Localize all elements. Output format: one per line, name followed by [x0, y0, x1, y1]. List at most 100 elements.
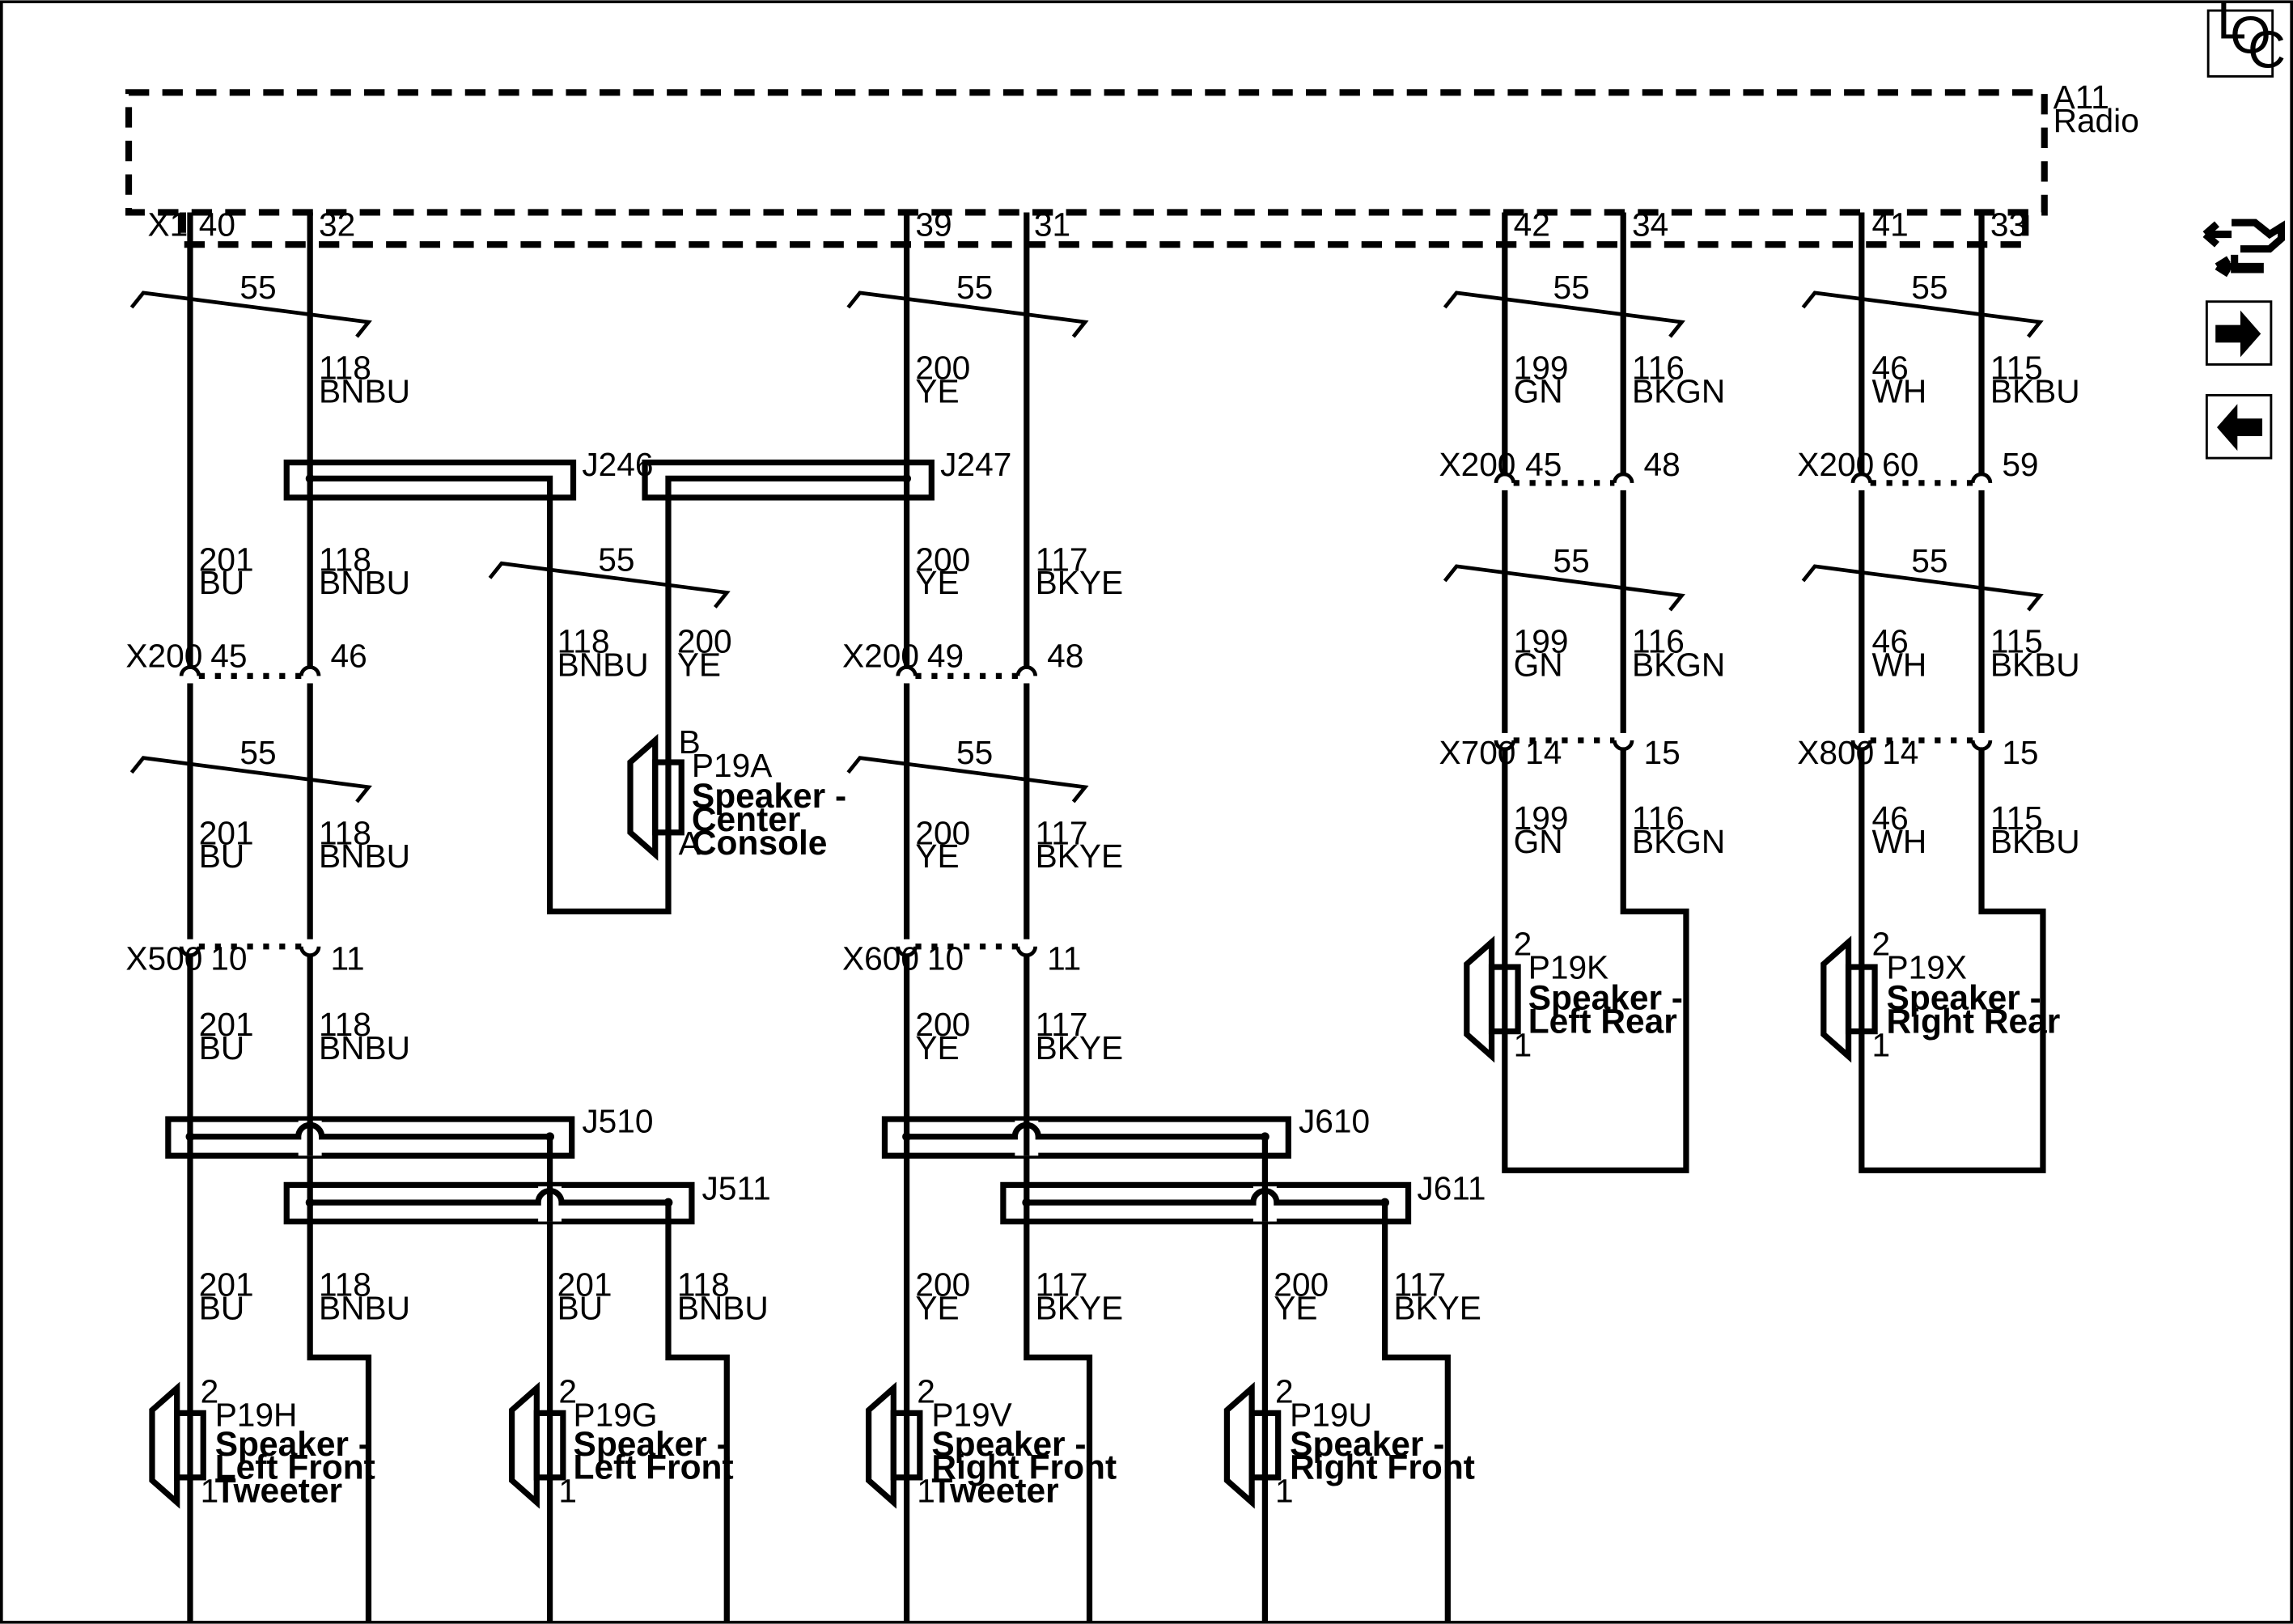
- connector-pin: 11: [330, 940, 364, 977]
- loc-letter: C: [2248, 20, 2286, 79]
- wire-color: BU: [199, 837, 244, 875]
- shield-mark: [846, 290, 1089, 338]
- loc-icon[interactable]: L O C: [2206, 0, 2286, 79]
- arrow-right-icon[interactable]: [2205, 300, 2273, 366]
- loc-letter: L: [2217, 0, 2246, 49]
- splice-label: J511: [702, 1169, 771, 1206]
- connector-pin: 45: [1525, 446, 1562, 483]
- shield-mark: [1443, 564, 1685, 612]
- wire-color: YE: [677, 646, 721, 683]
- connector-name: X800: [1797, 734, 1874, 771]
- connector-swap-icon[interactable]: [2202, 218, 2286, 278]
- radio-outline: [125, 89, 2048, 216]
- speaker-pin: 2: [1871, 926, 1890, 963]
- speaker-pin: 2: [1514, 926, 1532, 963]
- shield-mark: [846, 756, 1089, 804]
- wire-color: BKYE: [1036, 837, 1123, 875]
- shield-label: 55: [1911, 542, 1948, 579]
- wire-118-left: [307, 212, 372, 1621]
- wire-color: YE: [915, 564, 959, 601]
- loc-letter: O: [2230, 5, 2271, 64]
- speaker-ref: P19U: [1290, 1397, 1372, 1434]
- speaker-pin: 1: [558, 1473, 577, 1510]
- splice-label: J510: [582, 1102, 653, 1139]
- nav-icons[interactable]: L O C: [2202, 0, 2286, 460]
- wire-circuit: 118: [319, 541, 371, 578]
- connector-pin: 60: [1882, 446, 1918, 483]
- wire-color: YE: [915, 1290, 959, 1327]
- wire-circuit: 115: [1990, 622, 2043, 659]
- speaker-name: Left Front: [215, 1448, 375, 1486]
- shield-label: 55: [598, 541, 634, 578]
- wire-circuit: 200: [915, 350, 970, 387]
- speaker-name: Speaker -: [931, 1425, 1086, 1463]
- splice-label: J247: [940, 446, 1011, 483]
- wire-circuit: 200: [915, 814, 970, 851]
- connector-x200-rear-right: X200 60 59: [1797, 446, 2039, 490]
- connector-name: X200: [1797, 446, 1874, 483]
- shield-mark: [129, 756, 372, 804]
- speaker-ref: P19G: [574, 1397, 658, 1434]
- connector-x200-left: X200 45 46: [125, 638, 367, 684]
- wire-color: BU: [199, 1290, 244, 1327]
- shield-label: 55: [239, 269, 276, 306]
- wire-color: BU: [199, 1029, 244, 1066]
- radio-pin: 33: [1990, 206, 2027, 243]
- wire-labels: 118 BNBU 201 BU 118 BNBU 201 BU 118 BNBU…: [199, 350, 2080, 1327]
- wire-color: BNBU: [557, 646, 649, 683]
- connector-pin: 49: [927, 638, 964, 675]
- wire-color: BNBU: [677, 1290, 769, 1327]
- wire-circuit: 116: [1632, 799, 1685, 837]
- shield-label: 55: [239, 734, 276, 771]
- splice-j511: J511: [283, 1169, 771, 1225]
- speaker-name: Speaker -: [692, 777, 846, 815]
- wire-circuit: 200: [1274, 1266, 1329, 1304]
- wire-color: BNBU: [319, 564, 410, 601]
- wire-color: BKGN: [1632, 372, 1725, 409]
- wire-color: BU: [199, 564, 244, 601]
- radio-pin: 34: [1632, 206, 1668, 243]
- shield-mark: [488, 561, 731, 608]
- speaker-name: Speaker -: [1528, 978, 1683, 1016]
- wire-circuit: 199: [1514, 622, 1569, 659]
- wire-circuit: 117: [1036, 1266, 1088, 1304]
- connector-name: X600: [842, 940, 919, 977]
- wire-circuit: 200: [915, 541, 970, 578]
- wire-circuit: 117: [1393, 1266, 1446, 1304]
- radio-component: A11 Radio X1 40 32 39 31 42 34 41 33: [125, 78, 2139, 248]
- shield-mark: [1801, 290, 2044, 338]
- speaker-name: Speaker -: [574, 1425, 728, 1463]
- speaker-ref: P19X: [1887, 949, 1967, 986]
- connector-pin: 15: [1644, 734, 1681, 771]
- shield-marks: 55 55 55 55 55 55 55 55 55: [129, 269, 2044, 804]
- wire-center-console: [310, 475, 907, 915]
- shield-mark: [1443, 290, 1685, 338]
- wire-right-rear-loop: [1859, 212, 2046, 1173]
- speaker-icon: [149, 1381, 180, 1509]
- radio-pin: 39: [915, 206, 952, 243]
- arrow-left-icon[interactable]: [2205, 393, 2273, 460]
- speaker-p19u: 2 1 P19U Speaker - Right Front: [1223, 1373, 1475, 1510]
- speaker-p19v: 2 1 P19V Speaker - Right Front Tweeter: [865, 1373, 1117, 1510]
- shield-mark: [1801, 564, 2044, 612]
- wire-circuit: 118: [677, 1266, 730, 1304]
- connector-pin: 15: [2002, 734, 2038, 771]
- wire-117-u: [1381, 1202, 1451, 1621]
- wire-circuit: 199: [1514, 799, 1569, 837]
- wire-color: YE: [915, 372, 959, 409]
- connector-x500: X500 10 11: [125, 939, 365, 977]
- splice-j246: J246: [283, 446, 654, 501]
- radio-connector-outline: [179, 212, 2029, 248]
- wire-color: GN: [1514, 646, 1563, 683]
- wire-circuit: 118: [319, 1006, 371, 1043]
- radio-name: Radio: [2054, 102, 2139, 139]
- wire-circuit: 200: [677, 622, 732, 659]
- splice-packs: J246 J247 J510 J511: [165, 446, 1486, 1225]
- connector-pin: 14: [1882, 734, 1918, 771]
- speaker-pin: 2: [201, 1373, 219, 1410]
- wire-circuit: 115: [1990, 350, 2043, 387]
- wire-color: BNBU: [319, 1290, 410, 1327]
- shield-label: 55: [1553, 542, 1589, 579]
